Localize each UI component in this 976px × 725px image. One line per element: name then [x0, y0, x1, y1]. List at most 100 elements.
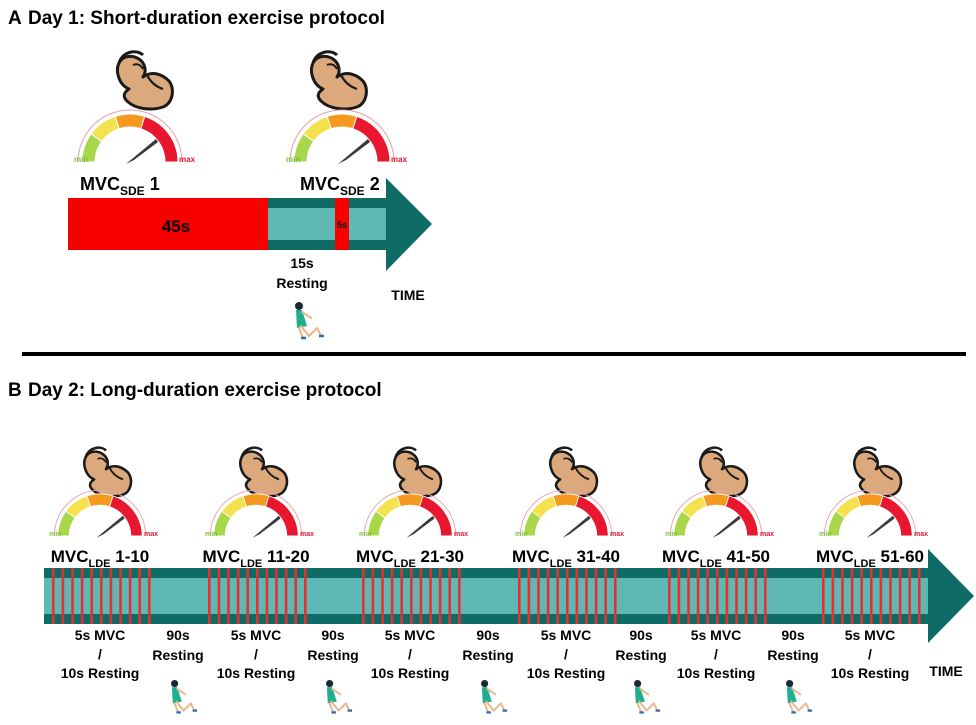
- mvc-stripe: [128, 568, 132, 624]
- flexed-bicep-icon: [853, 446, 903, 498]
- mvc-stripe: [556, 568, 559, 624]
- mvc-stripe: [90, 568, 93, 624]
- time-label-a: TIME: [391, 287, 424, 303]
- mvc-stripe: [918, 568, 921, 624]
- panel-a-letter: A: [8, 8, 22, 29]
- mvc-stripe: [362, 568, 365, 624]
- rest-label: Resting: [615, 647, 666, 663]
- gauge-max-label: max: [454, 531, 468, 538]
- gauge-min-label: min: [49, 531, 62, 538]
- mvc-lde-label: MVCLDE 51-60: [816, 547, 924, 570]
- mvc-stripe: [227, 568, 230, 624]
- mvc-stripe: [246, 568, 249, 624]
- gauge-max-label: max: [144, 531, 158, 538]
- gauge-min-label: min: [205, 531, 218, 538]
- mvc-stripe: [527, 568, 531, 624]
- mvc-stripe: [668, 568, 671, 624]
- resting-duration-label: 15s: [290, 255, 314, 271]
- mvc-stripe: [265, 568, 269, 624]
- mvc-stripe: [217, 568, 221, 624]
- block-label: 10s Resting: [677, 665, 756, 681]
- block-label: 5s MVC: [231, 627, 282, 643]
- panel-b-title: Day 2: Long-duration exercise protocol: [28, 380, 382, 401]
- gauge-icon: min max: [74, 109, 196, 165]
- block-label: 5s MVC: [691, 627, 742, 643]
- mvc-stripe: [831, 568, 835, 624]
- mvc-stripe: [870, 568, 873, 624]
- mvc-stripe: [410, 568, 413, 624]
- mvc-stripe: [381, 568, 384, 624]
- rest-label: 90s: [476, 627, 500, 643]
- block-label: 5s MVC: [75, 627, 126, 643]
- mvc-stripe: [716, 568, 719, 624]
- mvc-stripe: [764, 568, 767, 624]
- gauge-max-label: max: [300, 531, 314, 538]
- resting-person-icon: [324, 678, 354, 714]
- mvc-stripe: [889, 568, 892, 624]
- block-label: 5s MVC: [845, 627, 896, 643]
- mvc-stripe: [371, 568, 375, 624]
- mvc-stripe: [841, 568, 844, 624]
- gauge-icon: min max: [286, 109, 408, 165]
- block-label: 10s Resting: [831, 665, 910, 681]
- mvc-stripe: [109, 568, 113, 624]
- gauge-min-label: min: [286, 155, 300, 164]
- mvc-stripe: [687, 568, 690, 624]
- block-label: /: [868, 646, 872, 662]
- mvc-stripe: [80, 568, 84, 624]
- mvc-stripe: [61, 568, 65, 624]
- arrow-head-icon: [928, 549, 974, 643]
- mvc-stripe: [537, 568, 540, 624]
- mvc-stripe: [148, 568, 151, 624]
- time-label-b: TIME: [929, 663, 962, 679]
- mvc-stripe: [860, 568, 863, 624]
- resting-segment-fill: [268, 208, 386, 240]
- mvc-stripe: [898, 568, 902, 624]
- mvc-stripe: [604, 568, 607, 624]
- mvc-stripe: [706, 568, 709, 624]
- block-label: /: [408, 646, 412, 662]
- gauge-min-label: min: [515, 531, 528, 538]
- mvc-stripe: [52, 568, 55, 624]
- resting-label: Resting: [276, 275, 327, 291]
- segment-45s-label: 45s: [162, 217, 190, 236]
- resting-person-icon: [784, 678, 814, 714]
- mvc-stripe: [429, 568, 432, 624]
- gauge-max-label: max: [610, 531, 624, 538]
- flexed-bicep-icon: [699, 446, 749, 498]
- panel-divider: [22, 352, 966, 356]
- rest-label: Resting: [307, 647, 358, 663]
- mvc-stripe: [879, 568, 883, 624]
- mvc-stripe: [677, 568, 681, 624]
- block-label: 10s Resting: [61, 665, 140, 681]
- rest-label: 90s: [629, 627, 653, 643]
- flexed-bicep-icon: [393, 446, 443, 498]
- block-label: /: [714, 646, 718, 662]
- mvc-stripe: [304, 568, 307, 624]
- mvc-stripe: [696, 568, 700, 624]
- block-label: 5s MVC: [541, 627, 592, 643]
- mvc-stripe: [754, 568, 757, 624]
- mvc-stripe: [735, 568, 738, 624]
- gauge-max-label: max: [179, 155, 196, 164]
- mvc-lde-label: MVCLDE 31-40: [512, 547, 620, 570]
- mvc-stripe: [138, 568, 141, 624]
- mvc-sde-1-label: MVCSDE 1: [80, 174, 160, 198]
- arrow-head-icon: [386, 178, 432, 271]
- gauge-min-label: min: [665, 531, 678, 538]
- rest-label: 90s: [321, 627, 345, 643]
- gauge-max-label: max: [914, 531, 928, 538]
- block-label: /: [254, 646, 258, 662]
- mvc-stripe: [518, 568, 521, 624]
- rest-label: Resting: [462, 647, 513, 663]
- flexed-bicep-icon: [549, 446, 599, 498]
- rest-label: Resting: [152, 647, 203, 663]
- mvc-45s-segment: [68, 198, 268, 250]
